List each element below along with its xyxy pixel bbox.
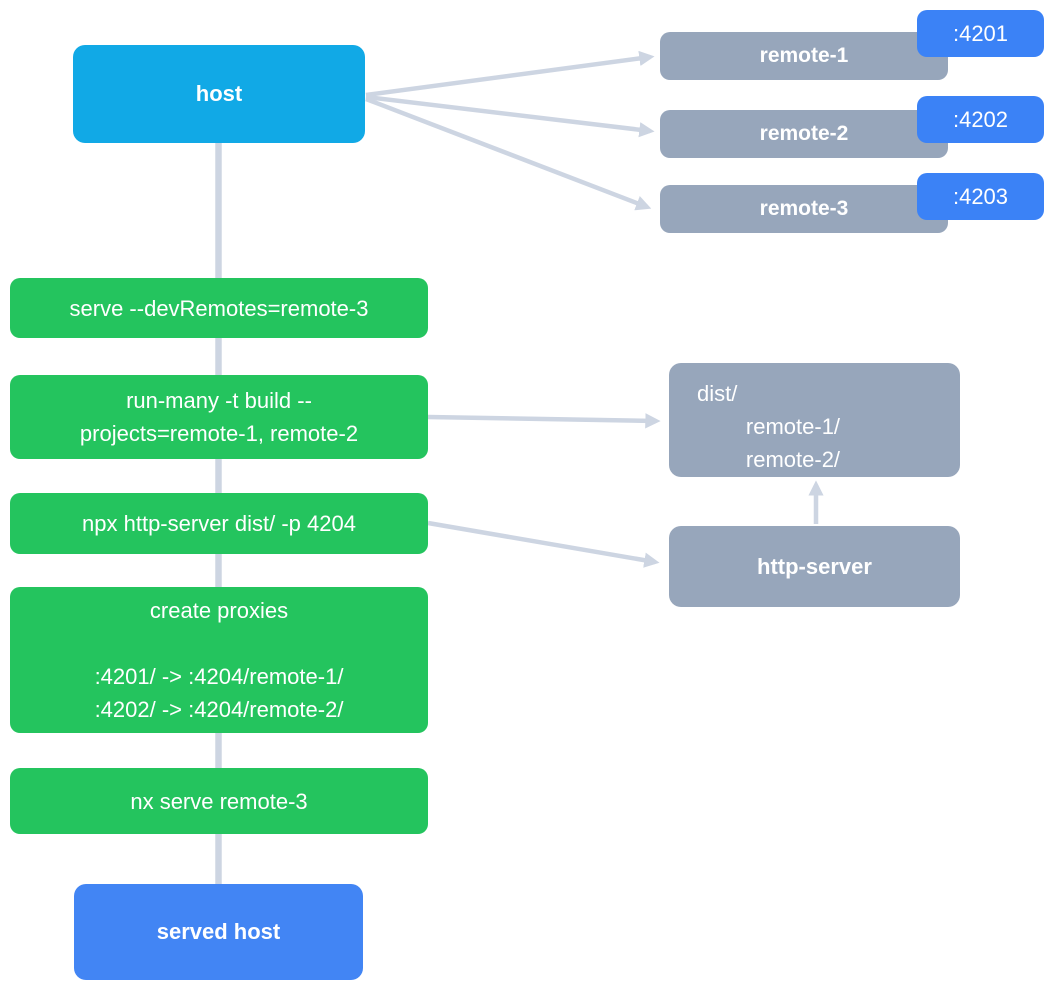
port-badge-4202-label: :4202 — [952, 106, 1009, 132]
step-nx-serve-remote-3: nx serve remote-3 — [10, 768, 428, 834]
step-run-many-build-label: run-many -t build -- projects=remote-1, … — [79, 388, 359, 446]
port-badge-4201: :4201 — [917, 10, 1044, 57]
http-server-node: http-server — [669, 526, 960, 607]
host-label: host — [195, 81, 243, 106]
step-run-many-build: run-many -t build -- projects=remote-1, … — [10, 375, 428, 459]
remote-3-node: remote-3 — [660, 185, 948, 233]
http-server-label: http-server — [757, 553, 872, 579]
remote-1-label: remote-1 — [759, 44, 849, 67]
remote-2-label: remote-2 — [759, 122, 849, 145]
step-npx-http-server-label: npx http-server dist/ -p 4204 — [82, 511, 356, 536]
remote-2-node: remote-2 — [660, 110, 948, 158]
edge-run-many-to-dist — [427, 413, 661, 429]
remote-3-label: remote-3 — [759, 197, 849, 220]
port-badge-4203: :4203 — [917, 173, 1044, 220]
step-npx-http-server: npx http-server dist/ -p 4204 — [10, 493, 428, 554]
served-host-node: served host — [74, 884, 363, 980]
host-node: host — [73, 45, 365, 143]
step-serve-devremotes-label: serve --devRemotes=remote-3 — [69, 295, 369, 321]
step-create-proxies-label: create proxies :4201/ -> :4204/remote-1/… — [94, 598, 344, 722]
port-badge-4202: :4202 — [917, 96, 1044, 143]
port-badge-4203-label: :4203 — [952, 183, 1009, 209]
step-nx-serve-remote-3-label: nx serve remote-3 — [130, 788, 308, 814]
edge-npx-to-http-server — [427, 520, 660, 568]
edge-host-to-remote-1 — [365, 50, 655, 98]
dist-folder-listing: dist/ remote-1/ remote-2/ — [697, 381, 841, 472]
edge-host-to-remote-2 — [365, 94, 655, 138]
port-badge-4201-label: :4201 — [952, 20, 1009, 46]
served-host-label: served host — [156, 919, 281, 944]
dist-folder-node: dist/ remote-1/ remote-2/ — [669, 363, 960, 477]
step-serve-devremotes: serve --devRemotes=remote-3 — [10, 278, 428, 338]
step-create-proxies: create proxies :4201/ -> :4204/remote-1/… — [10, 587, 428, 733]
remote-1-node: remote-1 — [660, 32, 948, 80]
edge-host-to-remote-3 — [365, 96, 652, 211]
